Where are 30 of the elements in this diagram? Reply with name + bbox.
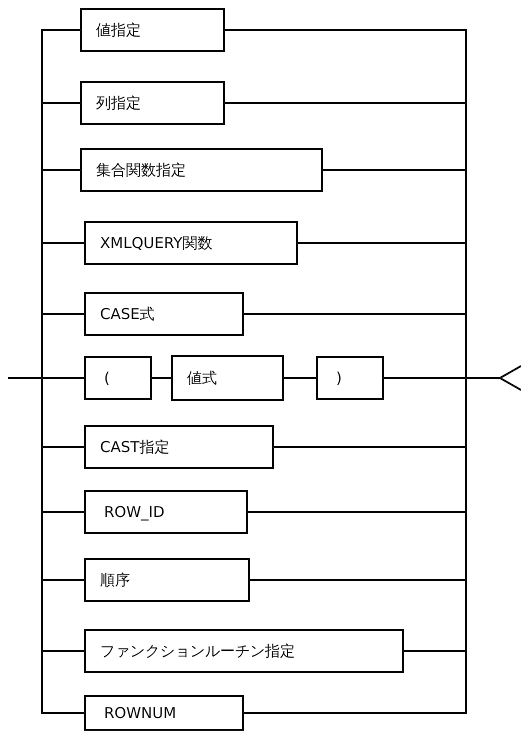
syntax-term: ROWNUM [104, 704, 176, 722]
syntax-element-box [84, 629, 404, 673]
syntax-element-box [84, 425, 274, 469]
syntax-element-box [84, 490, 248, 534]
syntax-term: 順序 [100, 571, 130, 589]
syntax-element-box [84, 221, 298, 265]
syntax-term: 値指定 [96, 21, 141, 39]
syntax-term: 値式 [187, 369, 217, 387]
syntax-element-box [84, 558, 250, 602]
syntax-element-box [80, 81, 225, 125]
syntax-term: CAST指定 [100, 438, 170, 456]
syntax-element-box [80, 8, 225, 52]
syntax-term: XMLQUERY関数 [100, 234, 212, 252]
syntax-term: CASE式 [100, 305, 155, 323]
syntax-element-box [84, 292, 244, 336]
syntax-term: 集合関数指定 [96, 161, 186, 179]
syntax-element-box [84, 695, 244, 731]
syntax-line [8, 377, 84, 714]
syntax-term: ( [104, 369, 110, 387]
syntax-term: ) [336, 369, 342, 387]
syntax-line [244, 365, 521, 714]
syntax-term: 列指定 [96, 94, 141, 112]
syntax-term: ファンクションルーチン指定 [100, 642, 295, 660]
syntax-line [152, 377, 171, 379]
syntax-element-box [80, 148, 323, 192]
syntax-element-box [316, 356, 384, 400]
syntax-term: ROW_ID [104, 503, 165, 521]
syntax-element-box [84, 356, 152, 400]
syntax-element-box [171, 355, 284, 401]
syntax-line [284, 377, 316, 379]
